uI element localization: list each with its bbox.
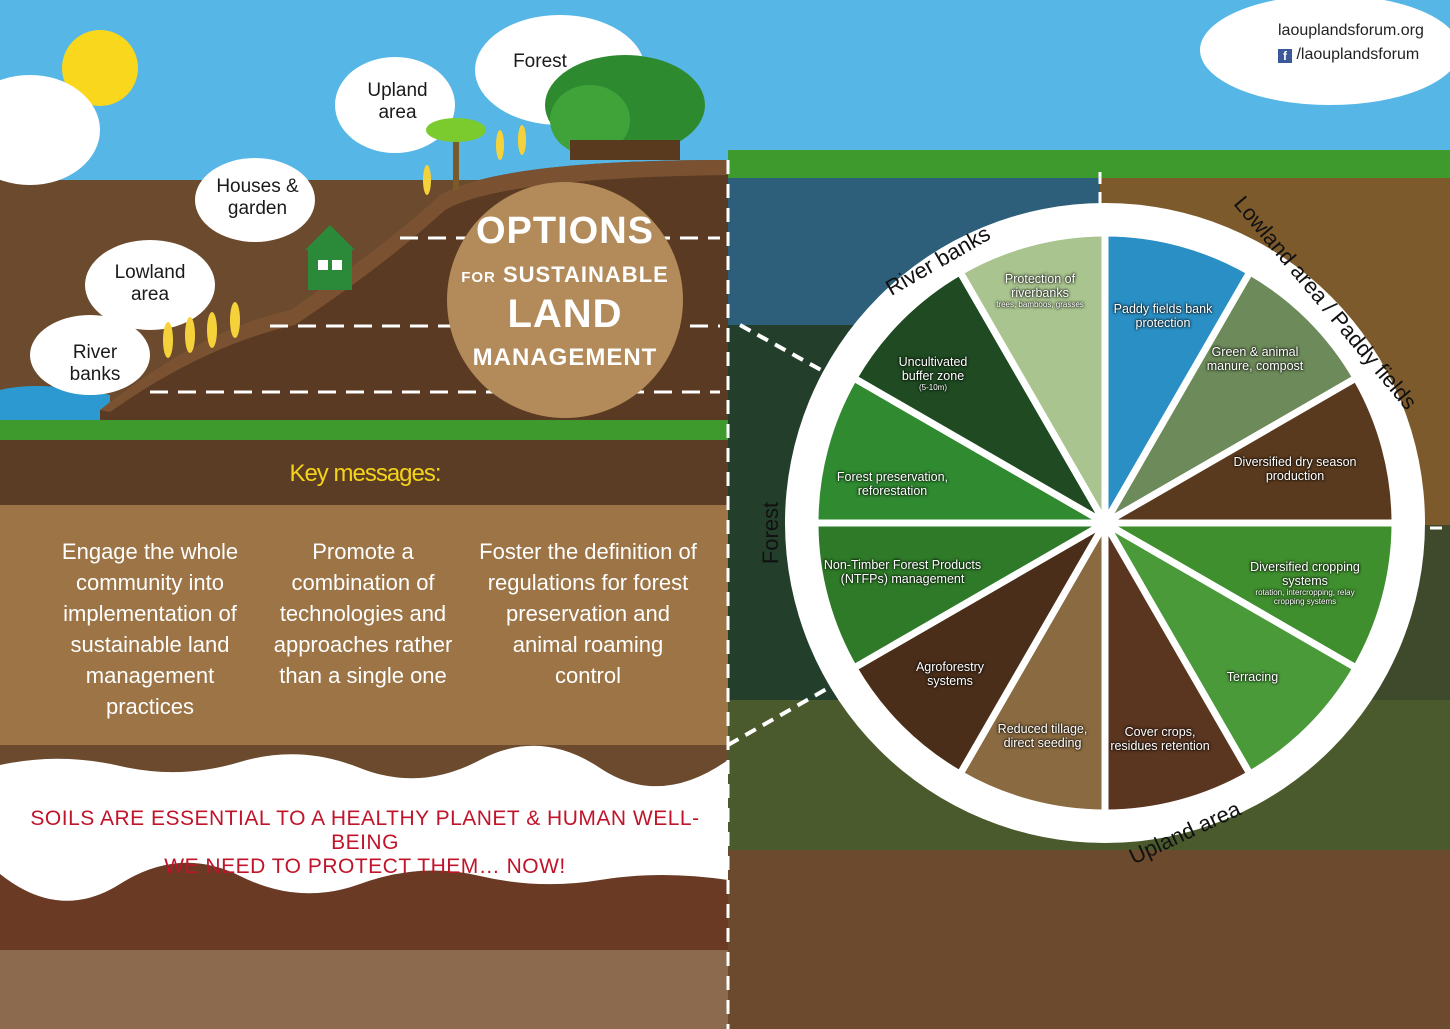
- wheel-segment: [1095, 513, 1361, 779]
- key-message-1: Engage the whole community into implemen…: [61, 539, 239, 719]
- segment-title: Diversified cropping systems: [1250, 560, 1360, 588]
- segment-label-cropping: Diversified cropping systems rotation, i…: [1250, 560, 1360, 606]
- label-line: area: [378, 102, 417, 123]
- cloud: [30, 315, 150, 395]
- house-icon: [305, 225, 355, 290]
- label-upland-area: Upland area: [355, 80, 440, 124]
- segment-label-dry-season: Diversified dry season production: [1225, 455, 1365, 483]
- segment-title: Paddy fields bank protection: [1113, 302, 1213, 330]
- title-badge: [447, 182, 683, 418]
- segment-subtitle: (5-10m): [918, 383, 947, 392]
- wheel-segment: [811, 373, 1119, 527]
- wheel-segment: [1095, 267, 1361, 533]
- segment-label-paddy-bank: Paddy fields bank protection: [1108, 302, 1218, 330]
- slogan: SOILS ARE ESSENTIAL TO A HEALTHY PLANET …: [20, 807, 710, 879]
- facebook-link[interactable]: f /laouplandsforum: [1278, 46, 1419, 64]
- segment-title: Green & animal manure, compost: [1206, 345, 1304, 373]
- segment-label-cover-crops: Cover crops, residues retention: [1105, 725, 1215, 753]
- key-message-3: Foster the definition of regulations for…: [479, 539, 697, 688]
- forest-trees-icon: [545, 55, 705, 160]
- title-sustainable: SUSTAINABLE: [502, 262, 669, 287]
- label-lowland-area: Lowland area: [105, 262, 195, 306]
- slogan-line-2: WE NEED TO PROTECT THEM… NOW!: [164, 855, 566, 878]
- label-line: area: [130, 284, 170, 305]
- segment-title: Diversified dry season production: [1233, 455, 1357, 483]
- segment-label-tillage: Reduced tillage, direct seeding: [995, 722, 1090, 750]
- segment-label-terracing: Terracing: [1215, 670, 1290, 684]
- sun: [62, 30, 138, 106]
- cloud: [85, 240, 215, 330]
- label-line: banks: [69, 364, 121, 385]
- slogan-band: [0, 745, 728, 901]
- label-forest: Forest: [513, 51, 567, 72]
- segment-title: Protection of riverbanks: [1004, 272, 1076, 300]
- segment-label-riverbanks: Protection of riverbanks trees, bamboos,…: [985, 272, 1095, 309]
- label-line: Lowland: [114, 262, 186, 283]
- wheel-segment: [849, 513, 1115, 779]
- segment-label-agroforestry: Agroforestry systems: [905, 660, 995, 688]
- title-options: OPTIONS: [475, 210, 655, 252]
- wheel-segment: [1101, 229, 1255, 537]
- facebook-handle: /laouplandsforum: [1296, 46, 1420, 63]
- wheat-icon: [163, 125, 526, 358]
- segment-label-manure: Green & animal manure, compost: [1205, 345, 1305, 373]
- sandy-soil-band: [0, 505, 728, 745]
- label-line: River: [72, 342, 118, 363]
- label-line: garden: [227, 198, 288, 219]
- grass-strip: [0, 420, 728, 440]
- segment-title: Agroforestry systems: [915, 660, 985, 688]
- label-line: Houses &: [216, 176, 299, 197]
- wheel-segment: [1091, 519, 1399, 673]
- title-management: MANAGEMENT: [472, 344, 658, 371]
- river: [0, 386, 110, 430]
- label-houses-garden: Houses & garden: [210, 176, 305, 220]
- segment-subtitle: rotation, intercropping, relay cropping …: [1255, 588, 1355, 606]
- segment-title: Uncultivated buffer zone: [898, 355, 968, 383]
- label-river-banks: River banks: [55, 342, 135, 386]
- wheel-segment: [849, 267, 1115, 533]
- title-for: FOR: [461, 269, 496, 286]
- segment-title: Non-Timber Forest Products (NTFPs) manag…: [823, 558, 982, 586]
- wheel-segment: [955, 509, 1109, 817]
- wheel-segment: [955, 229, 1109, 537]
- key-message-2: Promote a combination of technologies an…: [273, 539, 453, 688]
- cloud: [1200, 0, 1450, 105]
- title-land: LAND: [507, 292, 623, 336]
- wheel-segments: [811, 229, 1399, 817]
- slogan-line-1: SOILS ARE ESSENTIAL TO A HEALTHY PLANET …: [30, 807, 700, 854]
- cloud: [195, 158, 315, 242]
- segment-title: Reduced tillage, direct seeding: [997, 722, 1088, 750]
- options-wheel: [785, 203, 1425, 843]
- segment-label-ntfp: Non-Timber Forest Products (NTFPs) manag…: [820, 558, 985, 586]
- wheel-segment: [1101, 509, 1255, 817]
- website-url[interactable]: laouplandsforum.org: [1278, 22, 1424, 39]
- segment-title: Cover crops, residues retention: [1110, 725, 1210, 753]
- key-messages-heading: Key messages:: [289, 460, 441, 487]
- cloud: [0, 75, 100, 185]
- segment-label-forest-preservation: Forest preservation, reforestation: [830, 470, 955, 498]
- segment-label-buffer-zone: Uncultivated buffer zone (5-10m): [888, 355, 978, 392]
- segment-subtitle: trees, bamboos, grasses: [996, 300, 1084, 309]
- title-line2: FOR SUSTAINABLE: [455, 262, 675, 288]
- segment-title: Terracing: [1226, 670, 1279, 684]
- palm-tree-icon: [426, 118, 486, 190]
- facebook-icon: f: [1278, 49, 1292, 63]
- wheel-segment: [811, 519, 1119, 673]
- wheel-segment: [1091, 373, 1399, 527]
- label-line: Upland: [367, 80, 428, 101]
- ring-label-forest: Forest: [758, 501, 784, 565]
- cloud: [335, 57, 455, 153]
- segment-title: Forest preservation, reforestation: [836, 470, 949, 498]
